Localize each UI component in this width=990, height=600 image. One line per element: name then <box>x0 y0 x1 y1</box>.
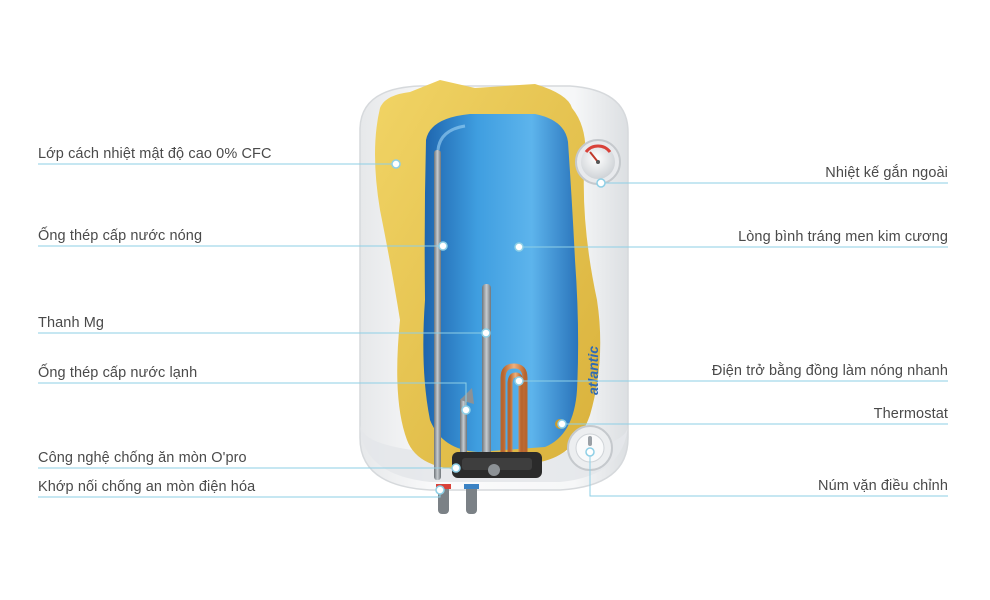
tank-flange <box>452 452 542 478</box>
label-thermostat: Thermostat <box>873 406 948 422</box>
callout-dots <box>391 159 606 495</box>
label-heater: Điện trở bằng đồng làm nóng nhanh <box>711 363 948 379</box>
thermometer-gauge <box>575 139 621 185</box>
label-opro: Công nghệ chống ăn mòn O'pro <box>38 450 247 466</box>
label-cold-pipe: Ống thép cấp nước lạnh <box>38 365 198 381</box>
dot-joint <box>435 485 445 495</box>
label-mg-rod: Thanh Mg <box>38 315 105 331</box>
label-thermometer: Nhiệt kế gắn ngoài <box>825 165 948 181</box>
dot-cold-pipe <box>461 405 471 415</box>
dot-thermostat <box>557 419 567 429</box>
dot-knob <box>585 447 595 457</box>
dot-tank <box>514 242 524 252</box>
label-insulation: Lớp cách nhiệt mật độ cao 0% CFC <box>38 146 272 162</box>
label-joint: Khớp nối chống an mòn điện hóa <box>38 479 256 495</box>
label-hot-pipe: Ống thép cấp nước nóng <box>38 228 203 244</box>
dot-opro <box>451 463 461 473</box>
dot-insulation <box>391 159 401 169</box>
dot-hot-pipe <box>438 241 448 251</box>
leader-cold-pipe <box>38 382 467 410</box>
brand-mark: atlantic <box>585 346 601 395</box>
label-tank: Lòng bình tráng men kim cương <box>738 229 948 245</box>
label-knob: Núm vặn điều chỉnh <box>818 478 948 494</box>
dot-thermometer <box>596 178 606 188</box>
leader-knob <box>589 452 948 497</box>
magnesium-rod <box>482 284 491 474</box>
leader-lines <box>38 163 948 498</box>
hot-water-pipe <box>434 150 441 480</box>
dot-mg-rod <box>481 328 491 338</box>
dot-heater <box>514 376 524 386</box>
inner-tank <box>423 114 579 452</box>
